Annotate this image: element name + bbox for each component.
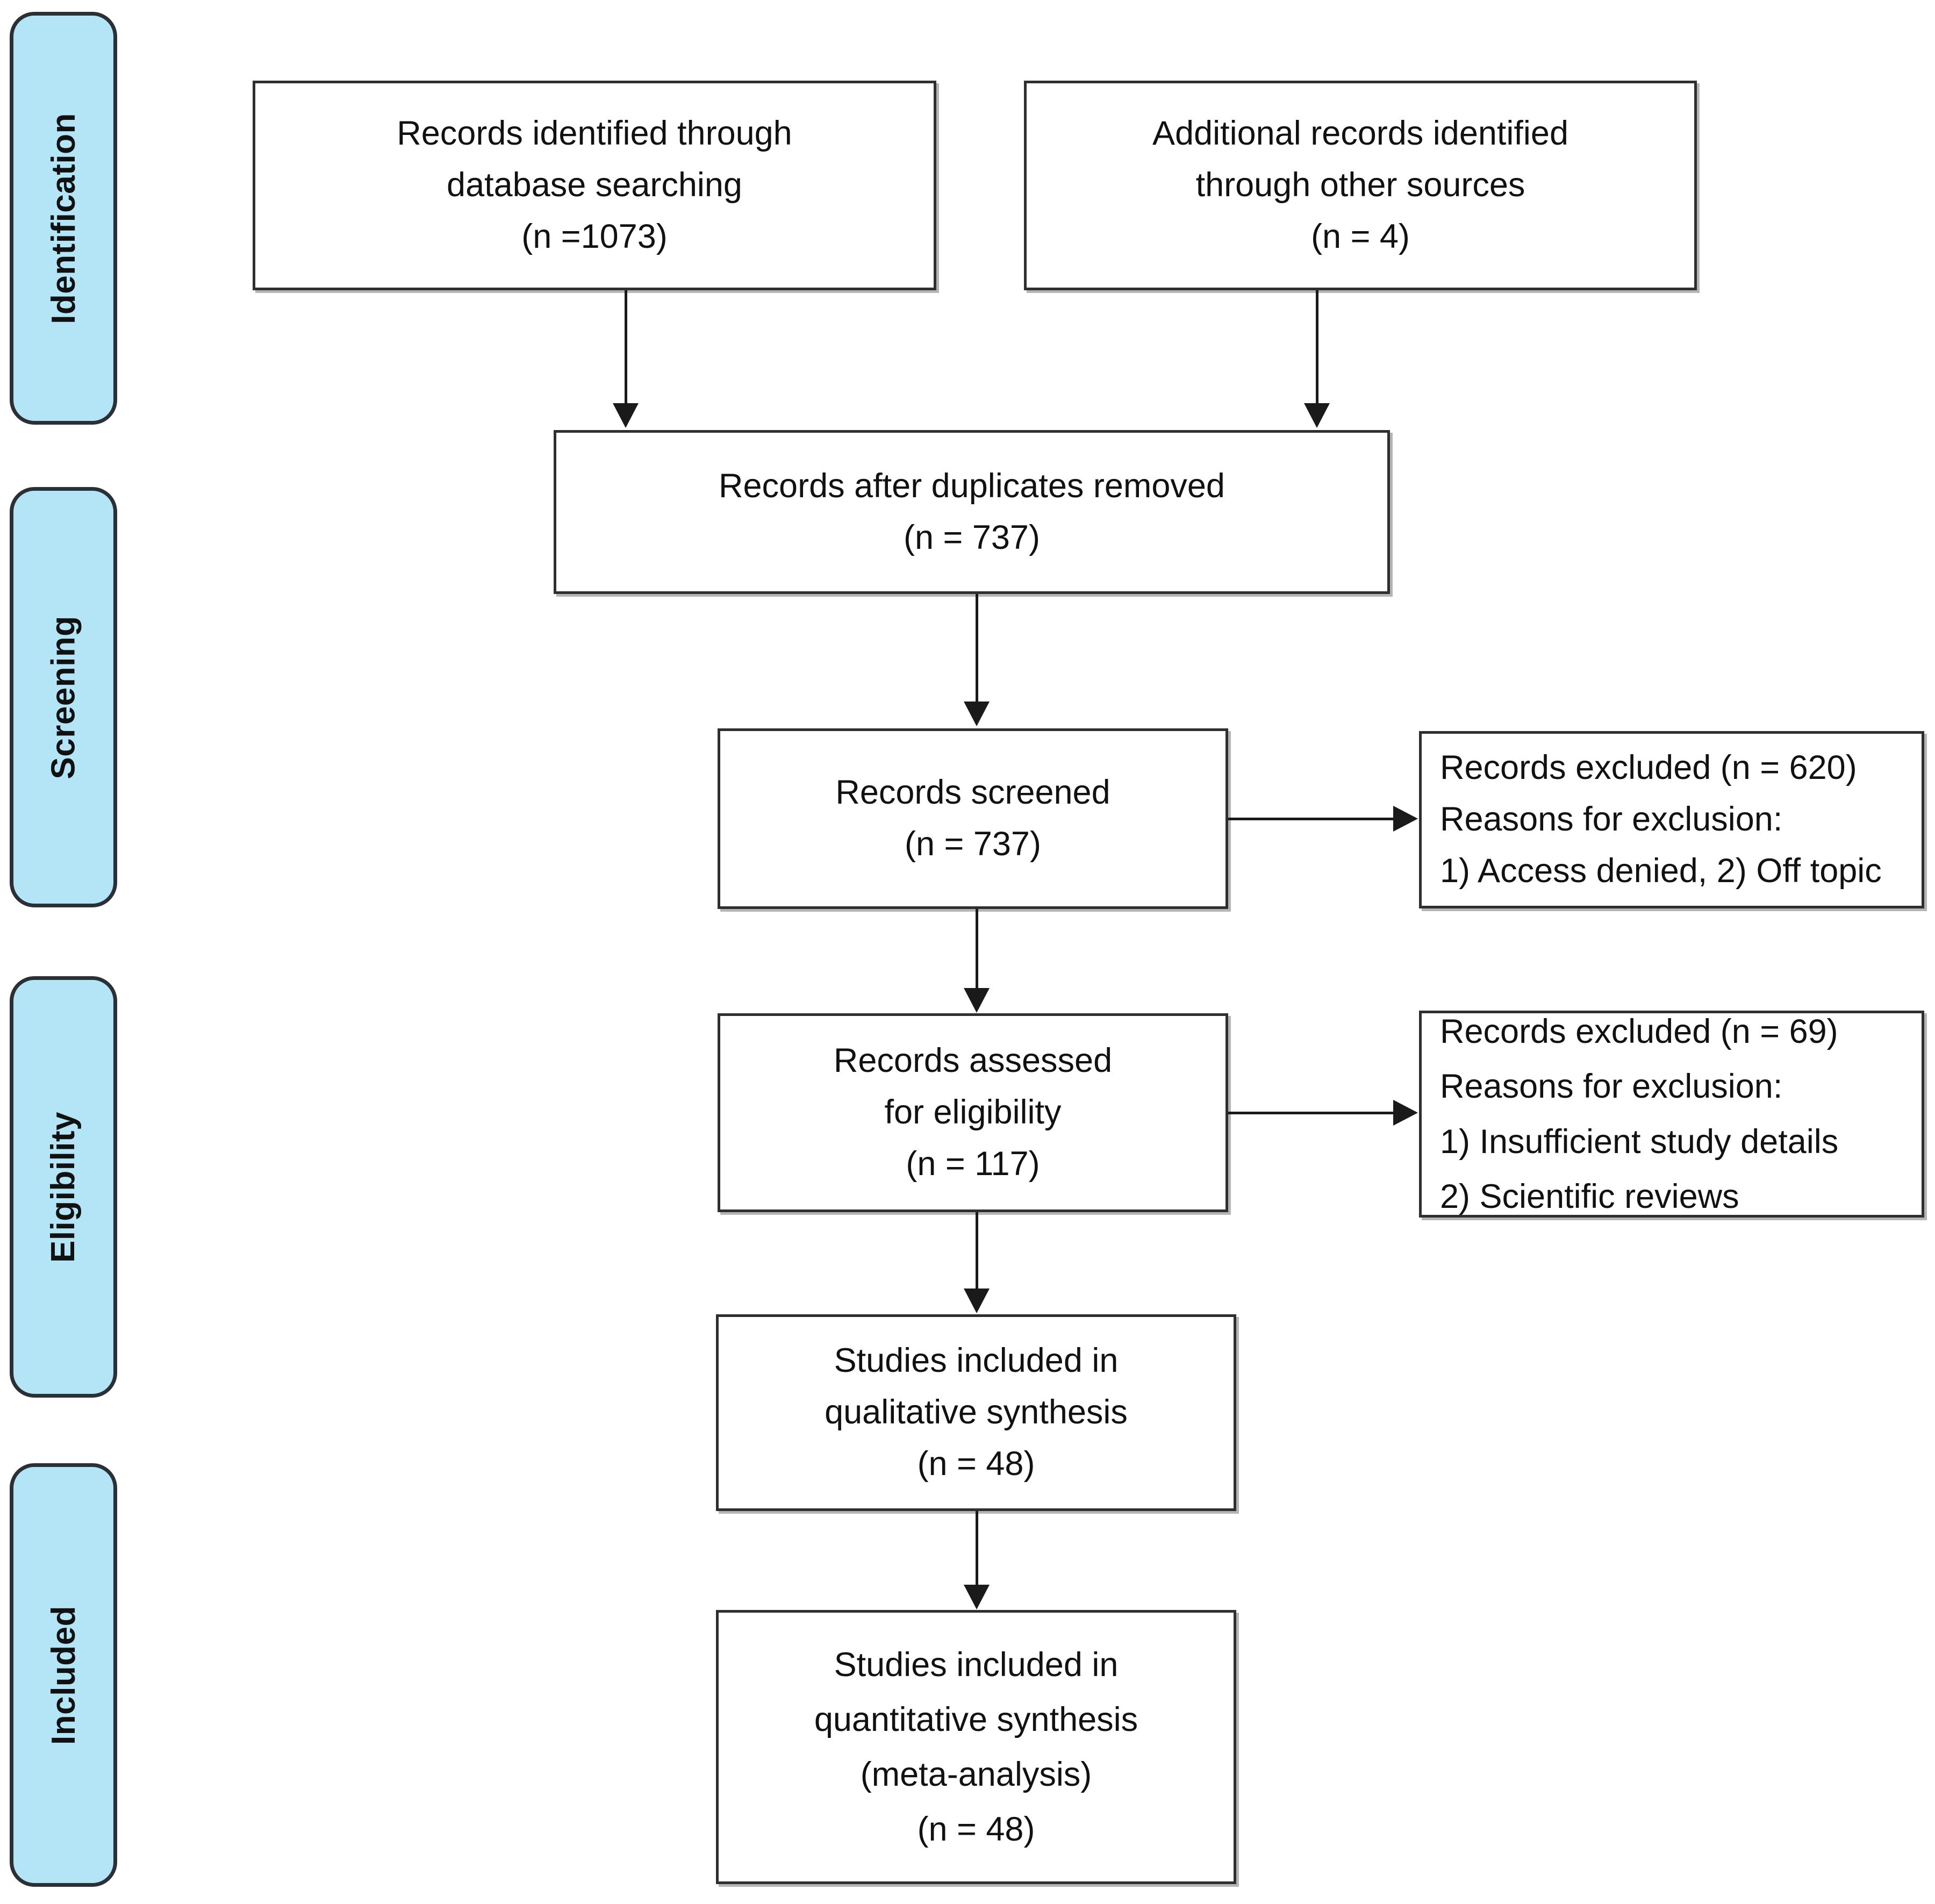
arrowhead-db-search-to-duplicates — [613, 403, 639, 428]
stage-tab-screening[interactable]: Screening — [10, 487, 117, 907]
box-records-excluded-eligibility[interactable]: Records excluded (n = 69) Reasons for ex… — [1419, 1011, 1924, 1218]
arrowhead-duplicates-to-screened — [964, 702, 990, 726]
box-db-search-line1: Records identified through — [397, 114, 792, 153]
box-excluded-eligibility-reason-1: 1) Insufficient study details — [1440, 1122, 1839, 1161]
box-screened-count: (n = 737) — [905, 825, 1041, 863]
box-db-search-line2: database searching — [447, 166, 742, 204]
box-quantitative-line3: (meta-analysis) — [860, 1756, 1092, 1793]
arrowhead-qualitative-to-quantitative — [964, 1585, 990, 1609]
box-quantitative-count: (n = 48) — [917, 1810, 1035, 1849]
box-quantitative-line1: Studies included in — [834, 1645, 1119, 1684]
connector-db-search-to-duplicates — [625, 290, 627, 405]
arrowhead-eligibility-to-qualitative — [964, 1289, 990, 1313]
box-other-sources-line2: through other sources — [1195, 166, 1525, 204]
box-excluded-eligibility-reason-2: 2) Scientific reviews — [1440, 1177, 1739, 1215]
box-qualitative-count: (n = 48) — [917, 1444, 1035, 1483]
box-additional-records-other-sources[interactable]: Additional records identified through ot… — [1024, 81, 1697, 290]
stage-tab-screening-label: Screening — [45, 615, 82, 779]
connector-screened-to-excluded — [1228, 818, 1395, 820]
arrowhead-screened-to-eligibility — [964, 988, 990, 1013]
box-excluded-screening-count: Records excluded (n = 620) — [1440, 749, 1857, 787]
arrowhead-screened-to-excluded — [1393, 806, 1418, 832]
box-qualitative-line1: Studies included in — [834, 1342, 1119, 1380]
stage-tab-identification-label: Identification — [45, 112, 82, 324]
stage-tab-eligibility-label: Eligibility — [45, 1111, 82, 1263]
box-studies-qualitative-synthesis[interactable]: Studies included in qualitative synthesi… — [716, 1314, 1236, 1511]
connector-other-sources-to-duplicates — [1316, 290, 1318, 405]
connector-eligibility-to-qualitative — [976, 1212, 978, 1290]
box-eligibility-count: (n = 117) — [906, 1144, 1040, 1183]
stage-tab-identification[interactable]: Identification — [10, 12, 117, 425]
box-records-after-duplicates-removed[interactable]: Records after duplicates removed (n = 73… — [554, 430, 1390, 594]
connector-screened-to-eligibility — [976, 909, 978, 990]
box-excluded-eligibility-reasons-label: Reasons for exclusion: — [1440, 1068, 1783, 1106]
box-records-excluded-screening[interactable]: Records excluded (n = 620) Reasons for e… — [1419, 731, 1924, 908]
box-records-screened[interactable]: Records screened (n = 737) — [718, 728, 1228, 909]
arrowhead-eligibility-to-excluded — [1393, 1100, 1418, 1126]
box-duplicates-count: (n = 737) — [904, 518, 1040, 556]
connector-qualitative-to-quantitative — [976, 1511, 978, 1586]
box-eligibility-line1: Records assessed — [833, 1042, 1113, 1080]
box-duplicates-line1: Records after duplicates removed — [719, 467, 1225, 505]
connector-eligibility-to-excluded — [1228, 1112, 1395, 1114]
box-records-identified-database[interactable]: Records identified through database sear… — [253, 81, 936, 290]
box-studies-quantitative-synthesis[interactable]: Studies included in quantitative synthes… — [716, 1610, 1236, 1884]
connector-duplicates-to-screened — [976, 594, 978, 704]
box-excluded-eligibility-count: Records excluded (n = 69) — [1440, 1013, 1838, 1051]
box-other-sources-count: (n = 4) — [1311, 217, 1410, 255]
box-excluded-screening-reasons-label: Reasons for exclusion: — [1440, 800, 1783, 839]
box-screened-line1: Records screened — [835, 774, 1110, 812]
box-other-sources-line1: Additional records identified — [1152, 114, 1568, 153]
box-records-assessed-eligibility[interactable]: Records assessed for eligibility (n = 11… — [718, 1013, 1228, 1212]
box-excluded-screening-reasons: 1) Access denied, 2) Off topic — [1440, 851, 1882, 890]
stage-tab-included-label: Included — [45, 1605, 82, 1745]
box-quantitative-line2: quantitative synthesis — [814, 1700, 1138, 1738]
box-qualitative-line2: qualitative synthesis — [825, 1393, 1128, 1431]
stage-tab-included[interactable]: Included — [10, 1463, 117, 1887]
stage-tab-eligibility[interactable]: Eligibility — [10, 976, 117, 1398]
box-db-search-count: (n =1073) — [521, 217, 668, 255]
arrowhead-other-sources-to-duplicates — [1304, 403, 1330, 428]
box-eligibility-line2: for eligibility — [884, 1093, 1062, 1132]
